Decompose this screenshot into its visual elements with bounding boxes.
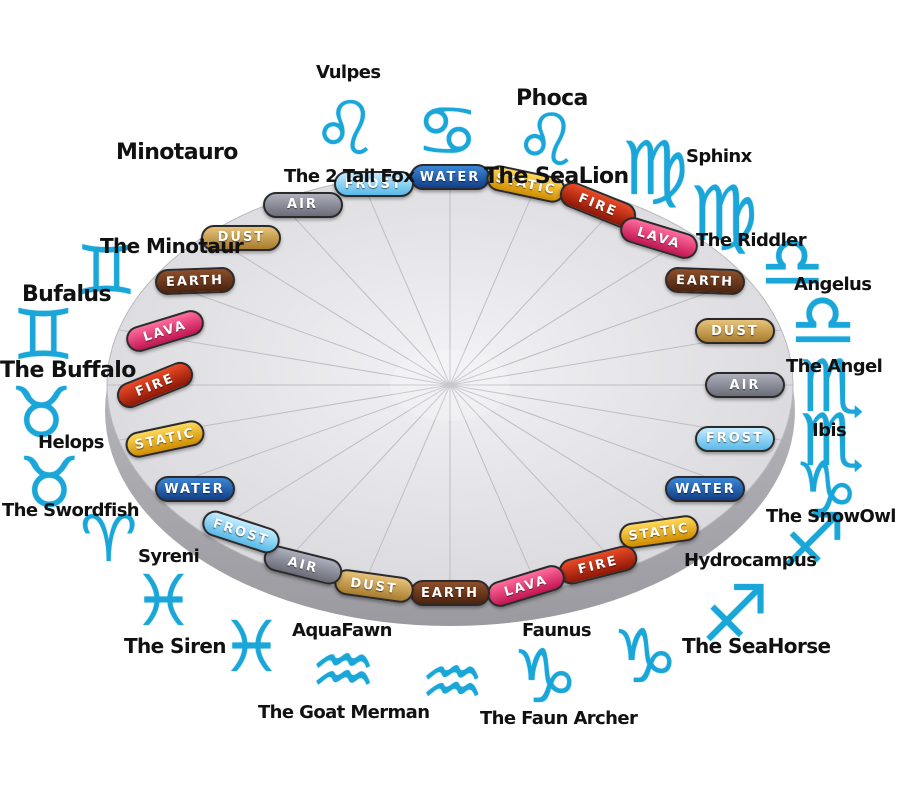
spoke-line bbox=[207, 233, 451, 386]
element-pill-dust: DUST bbox=[201, 224, 282, 251]
constellation-label: Ibis bbox=[812, 420, 847, 441]
scorpio-icon: ♏ bbox=[800, 344, 865, 428]
constellation-label: The Buffalo bbox=[0, 358, 136, 383]
spoke-line bbox=[360, 384, 451, 591]
leo-icon: ♌ bbox=[312, 86, 379, 172]
spoke-line bbox=[278, 384, 451, 570]
constellation-label: Angelus bbox=[794, 274, 872, 295]
leo-icon: ♌ bbox=[514, 98, 579, 182]
constellation-label: Sphinx bbox=[686, 146, 752, 167]
spoke-line bbox=[152, 384, 451, 492]
constellation-label: The Riddler bbox=[696, 230, 807, 251]
element-pill-earth: EARTH bbox=[410, 580, 490, 606]
pisces-icon: ♓ bbox=[220, 606, 283, 688]
cancer-icon: ♋ bbox=[416, 90, 479, 172]
element-pill-earth: EARTH bbox=[665, 266, 746, 296]
element-pill-frost: FROST bbox=[333, 171, 414, 198]
element-pill-water: WATER bbox=[410, 164, 490, 190]
constellation-label: The Siren bbox=[124, 634, 227, 658]
spoke-line bbox=[152, 278, 451, 386]
constellation-label: The Minotaur bbox=[100, 234, 244, 258]
scorpio-icon: ♏ bbox=[800, 398, 865, 482]
element-pill-air: AIR bbox=[262, 191, 343, 218]
capricorn-icon: ♑ bbox=[612, 614, 679, 700]
constellation-label: Helops bbox=[38, 432, 104, 453]
spoke-line bbox=[360, 179, 451, 386]
gemini-icon: ♊ bbox=[12, 294, 75, 376]
spoke-line bbox=[207, 384, 451, 537]
constellation-label: The 2 Tail Fox bbox=[284, 166, 415, 187]
constellation-label: Faunus bbox=[522, 620, 592, 641]
aquarius-icon: ♒ bbox=[310, 628, 377, 714]
constellation-label: Phoca bbox=[516, 86, 588, 111]
aquarius-icon: ♒ bbox=[420, 640, 485, 724]
constellation-label: The Angel bbox=[786, 356, 883, 377]
spoke-line bbox=[278, 200, 451, 386]
constellation-label: Hydrocampus bbox=[684, 550, 817, 571]
capricorn-icon: ♑ bbox=[794, 446, 859, 530]
element-pill-earth: EARTH bbox=[154, 266, 235, 296]
taurus-icon: ♉ bbox=[18, 442, 81, 524]
constellation-label: Minotauro bbox=[116, 140, 238, 165]
constellation-label: The Swordfish bbox=[2, 500, 140, 521]
taurus-icon: ♉ bbox=[10, 372, 73, 454]
spoke-line bbox=[449, 233, 693, 386]
element-pill-dust: DUST bbox=[694, 318, 775, 345]
spoke-line bbox=[449, 179, 540, 386]
constellation-label: The SnowOwl bbox=[766, 506, 896, 527]
aries-icon: ♈ bbox=[80, 503, 138, 577]
spoke-line bbox=[449, 278, 748, 386]
sagittarius-icon: ♐ bbox=[780, 498, 847, 584]
constellation-label: Syreni bbox=[138, 546, 200, 567]
constellation-label: Bufalus bbox=[22, 282, 112, 307]
constellation-label: The SeaLion bbox=[484, 164, 629, 189]
constellation-label: The SeaHorse bbox=[682, 634, 831, 658]
constellation-label: AquaFawn bbox=[292, 620, 392, 641]
constellation-label: Vulpes bbox=[316, 62, 381, 83]
spoke-line bbox=[449, 384, 622, 570]
capricorn-icon: ♑ bbox=[512, 634, 579, 720]
libra-icon: ♎ bbox=[790, 278, 857, 364]
constellation-label: The Goat Merman bbox=[258, 702, 430, 723]
spoke-line bbox=[449, 384, 748, 492]
virgo-icon: ♍ bbox=[622, 126, 689, 212]
constellation-label: The Faun Archer bbox=[480, 708, 638, 729]
disc-center bbox=[390, 349, 510, 421]
spoke-line bbox=[449, 384, 540, 591]
virgo-icon: ♍ bbox=[690, 169, 759, 258]
element-pill-water: WATER bbox=[665, 476, 746, 502]
libra-icon: ♎ bbox=[760, 220, 825, 304]
sagittarius-icon: ♐ bbox=[700, 570, 770, 660]
element-pill-air: AIR bbox=[705, 372, 785, 398]
spoke-line bbox=[449, 200, 622, 386]
element-pill-frost: FROST bbox=[694, 425, 775, 452]
spoke-line bbox=[449, 384, 693, 537]
gemini-icon: ♊ bbox=[76, 232, 137, 311]
pisces-icon: ♓ bbox=[132, 560, 195, 642]
element-pill-water: WATER bbox=[154, 476, 235, 502]
